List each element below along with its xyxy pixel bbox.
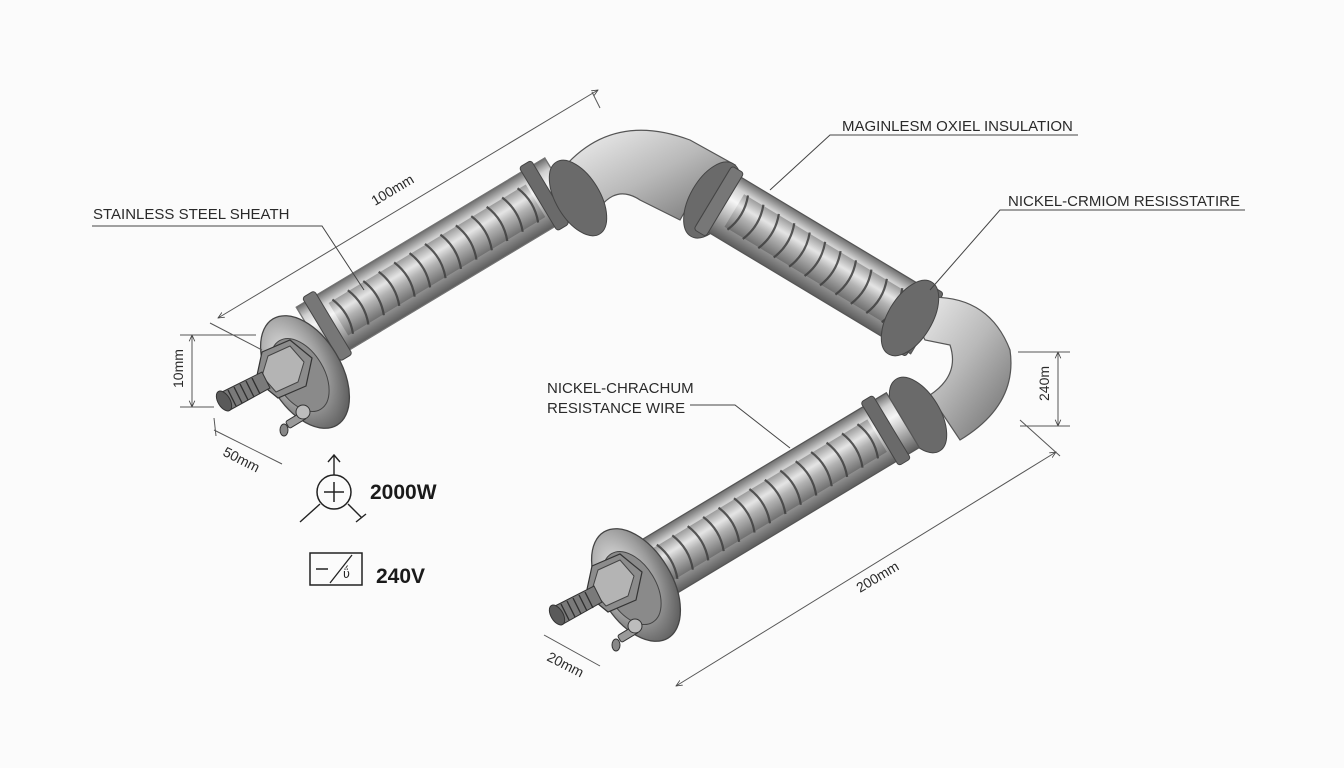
label-wire-line2: RESISTANCE WIRE (547, 400, 685, 417)
tube-segment-left (295, 157, 579, 363)
svg-text:ΰ: ΰ (343, 565, 350, 581)
dim-line-terminal-left (213, 429, 283, 465)
dim-terminal-bottom: 20mm (545, 648, 587, 680)
ground-pin-left (279, 404, 311, 437)
hex-nut-left (255, 339, 313, 399)
leader-wire (690, 404, 791, 449)
ground-pin-bottom (611, 618, 643, 652)
voltage-symbol-icon: ΰ (309, 552, 363, 586)
spec-power: 2000W (370, 481, 437, 504)
label-insulation: MAGINLESM OXIEL INSULATION (842, 118, 1073, 135)
coil-right (724, 194, 916, 330)
dim-terminal-left: 50mm (221, 443, 263, 475)
terminal-left (215, 315, 351, 437)
leader-sheath (92, 225, 365, 291)
spec-voltage: 240V (376, 565, 425, 588)
dimension-lines (180, 90, 1070, 686)
power-symbol-icon (299, 453, 367, 523)
dim-right-height: 240m (1036, 366, 1052, 401)
leader-resistor-top (929, 209, 1245, 291)
threaded-stud-left (215, 371, 271, 412)
label-stainless-sheath: STAINLESS STEEL SHEATH (93, 206, 289, 223)
terminal-bottom (548, 528, 682, 652)
coil-left (328, 184, 546, 336)
dim-line-bottom-length (676, 452, 1056, 686)
dim-line-top-length (218, 90, 598, 318)
dim-line-terminal-bottom (543, 634, 601, 667)
threaded-stud-bottom (548, 585, 603, 626)
label-resistor-top: NICKEL-CRMIOM RESISSTATIRE (1008, 193, 1240, 210)
collar-right-upper (880, 279, 940, 357)
coil-bottom (653, 419, 887, 581)
dim-end-height: 10mm (170, 349, 186, 388)
tube-bend-right (904, 296, 1012, 441)
leader-insulation (769, 134, 1078, 191)
dim-bottom-length: 200mm (853, 558, 901, 596)
label-wire-line1: NICKEL-CHRACHUM (547, 380, 694, 397)
